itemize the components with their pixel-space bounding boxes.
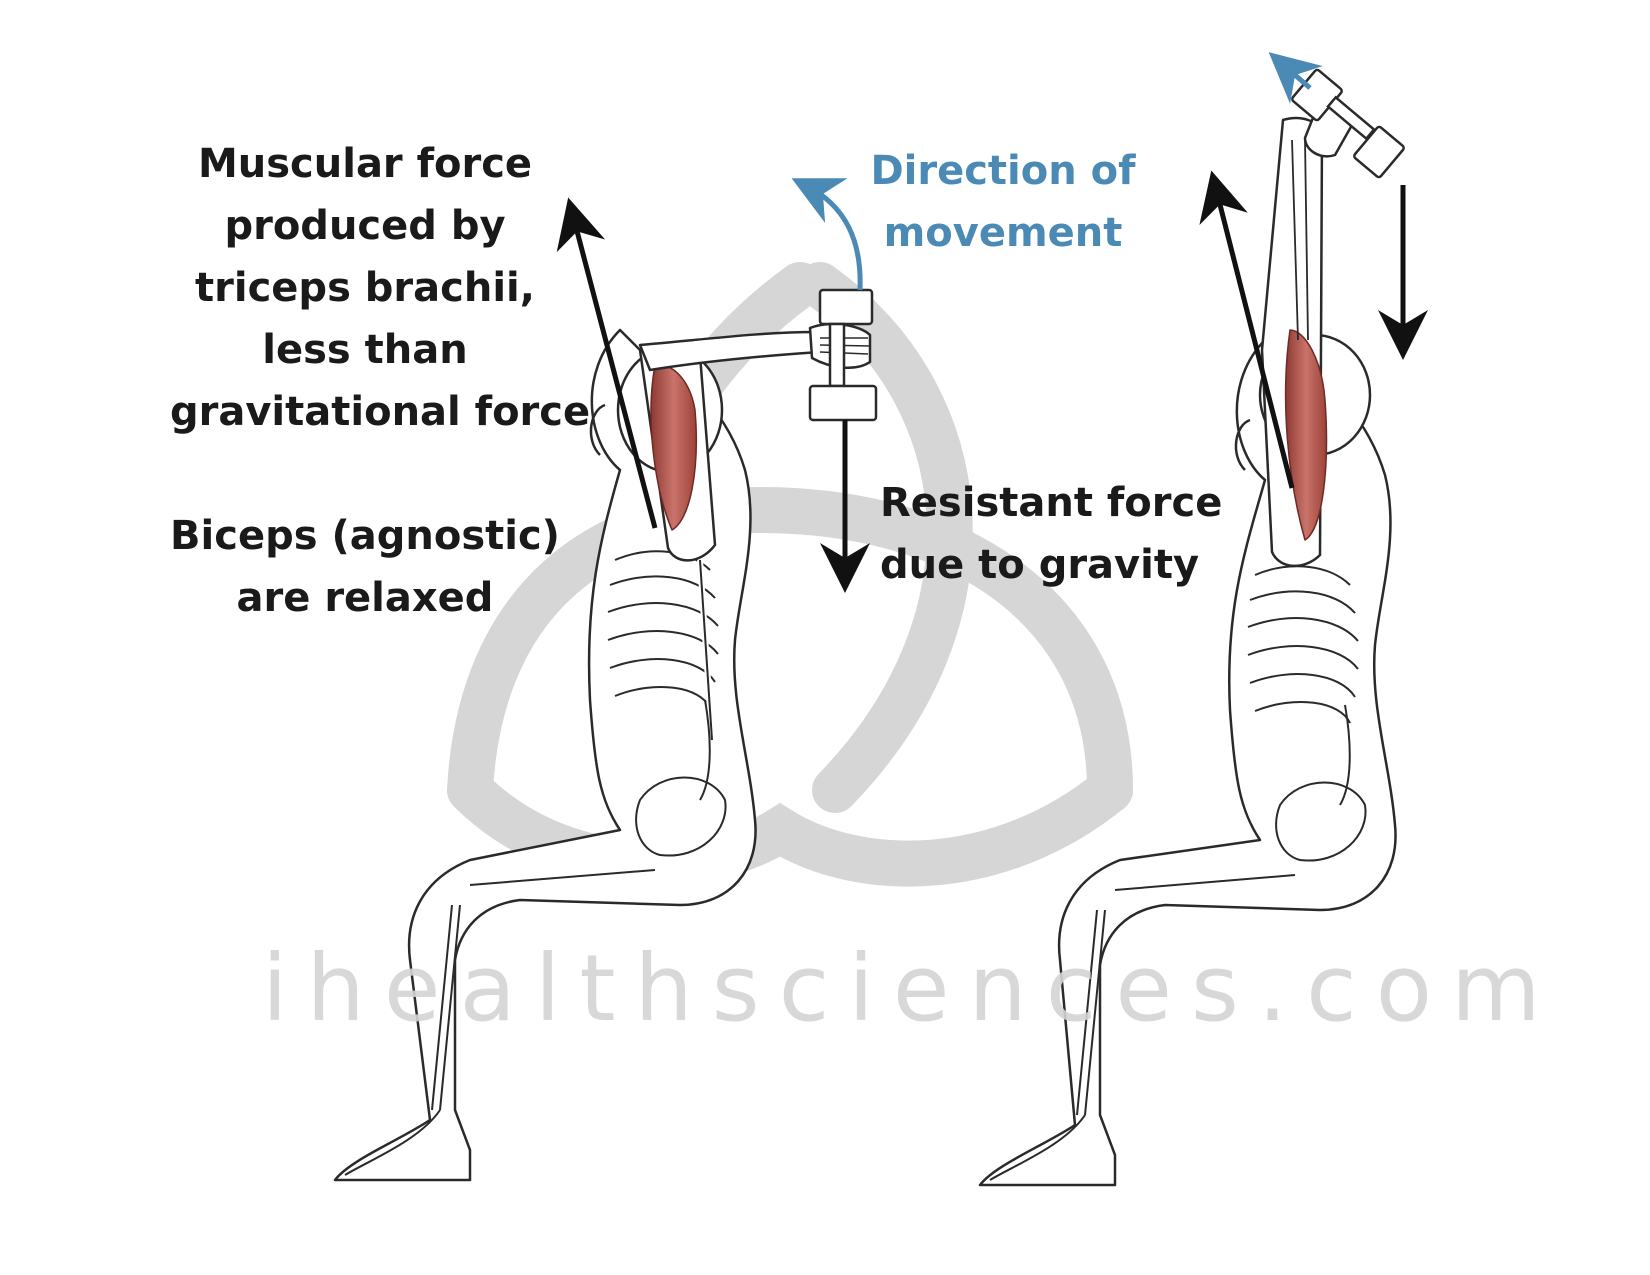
label-line: less than [262,327,468,373]
right-figure [978,102,1397,1187]
label-line: produced by [224,203,506,249]
label-line: movement [883,210,1123,256]
label-line: are relaxed [236,575,494,621]
dumbbell-left [808,288,878,422]
label-line: Muscular force [197,141,533,187]
label-line: triceps brachii, [195,265,535,311]
label-muscular-force: Muscular force produced by triceps brach… [170,133,591,443]
label-biceps-relaxed: Biceps (agnostic) are relaxed [170,505,560,629]
muscular-force-arrow-right [1199,170,1295,489]
watermark-text: ihealthsciences.com [262,935,1560,1042]
direction-of-movement-arrow-right [1268,52,1323,104]
label-line: due to gravity [880,542,1200,588]
label-resistant-force: Resistant force due to gravity [880,472,1223,596]
label-line: Biceps (agnostic) [170,513,560,559]
label-line: Direction of [870,148,1136,194]
label-direction-of-movement: Direction of movement [868,140,1138,264]
muscular-force-arrow-left [556,197,658,529]
label-line: Resistant force [880,480,1223,526]
label-line: gravitational force [170,389,591,435]
left-figure [333,322,872,1182]
direction-of-movement-arrow-left [791,178,863,291]
